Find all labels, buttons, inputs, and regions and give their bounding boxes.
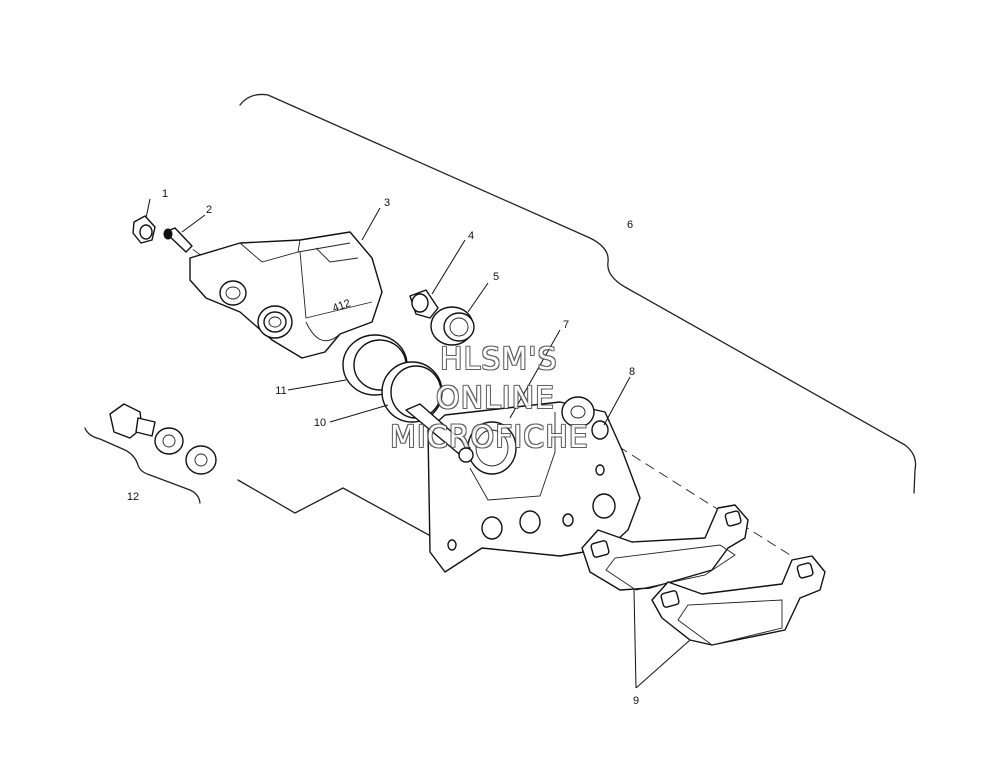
leader-9b — [635, 639, 691, 689]
part-brake-pads — [581, 504, 826, 646]
callout-7: 7 — [563, 319, 569, 331]
leader-9a — [633, 589, 637, 689]
callout-3: 3 — [384, 197, 390, 209]
leader-2 — [181, 214, 206, 233]
callout-2: 2 — [206, 204, 212, 216]
part-cap — [132, 215, 156, 244]
watermark-line-1: HLSM'S — [440, 342, 558, 377]
part-boot — [430, 306, 475, 346]
leader-10 — [329, 404, 389, 423]
callout-6: 6 — [627, 219, 633, 231]
leader-8 — [603, 376, 631, 426]
watermark-line-3: MICROFICHE — [390, 420, 589, 455]
part-mounting-bracket — [405, 396, 641, 573]
part-slide-pin — [409, 289, 439, 319]
leader-7 — [509, 329, 561, 419]
callout-11: 11 — [275, 385, 286, 397]
callout-5: 5 — [493, 271, 499, 283]
group-bracket-6 — [239, 93, 917, 494]
leader-1 — [145, 198, 151, 219]
callout-10: 10 — [314, 417, 326, 429]
leader-4 — [431, 239, 466, 295]
caliper-part-marking: 412 — [331, 297, 352, 315]
leader-3 — [361, 207, 381, 241]
assembly-axis-dashed — [604, 437, 791, 556]
background-outline — [237, 479, 439, 541]
part-caliper-body: 412 — [189, 231, 383, 359]
part-bolt-and-washers — [109, 403, 217, 475]
group-bracket-12 — [84, 427, 201, 504]
watermark-line-2: ONLINE — [436, 381, 556, 416]
callout-4: 4 — [468, 230, 474, 242]
callout-1: 1 — [162, 188, 168, 200]
callout-12: 12 — [127, 491, 139, 503]
callout-8: 8 — [629, 366, 635, 378]
callout-9: 9 — [633, 695, 639, 707]
part-bleeder-screw — [163, 227, 193, 253]
part-o-ring — [381, 361, 443, 423]
leader-5 — [467, 282, 489, 313]
leader-11 — [287, 379, 347, 391]
